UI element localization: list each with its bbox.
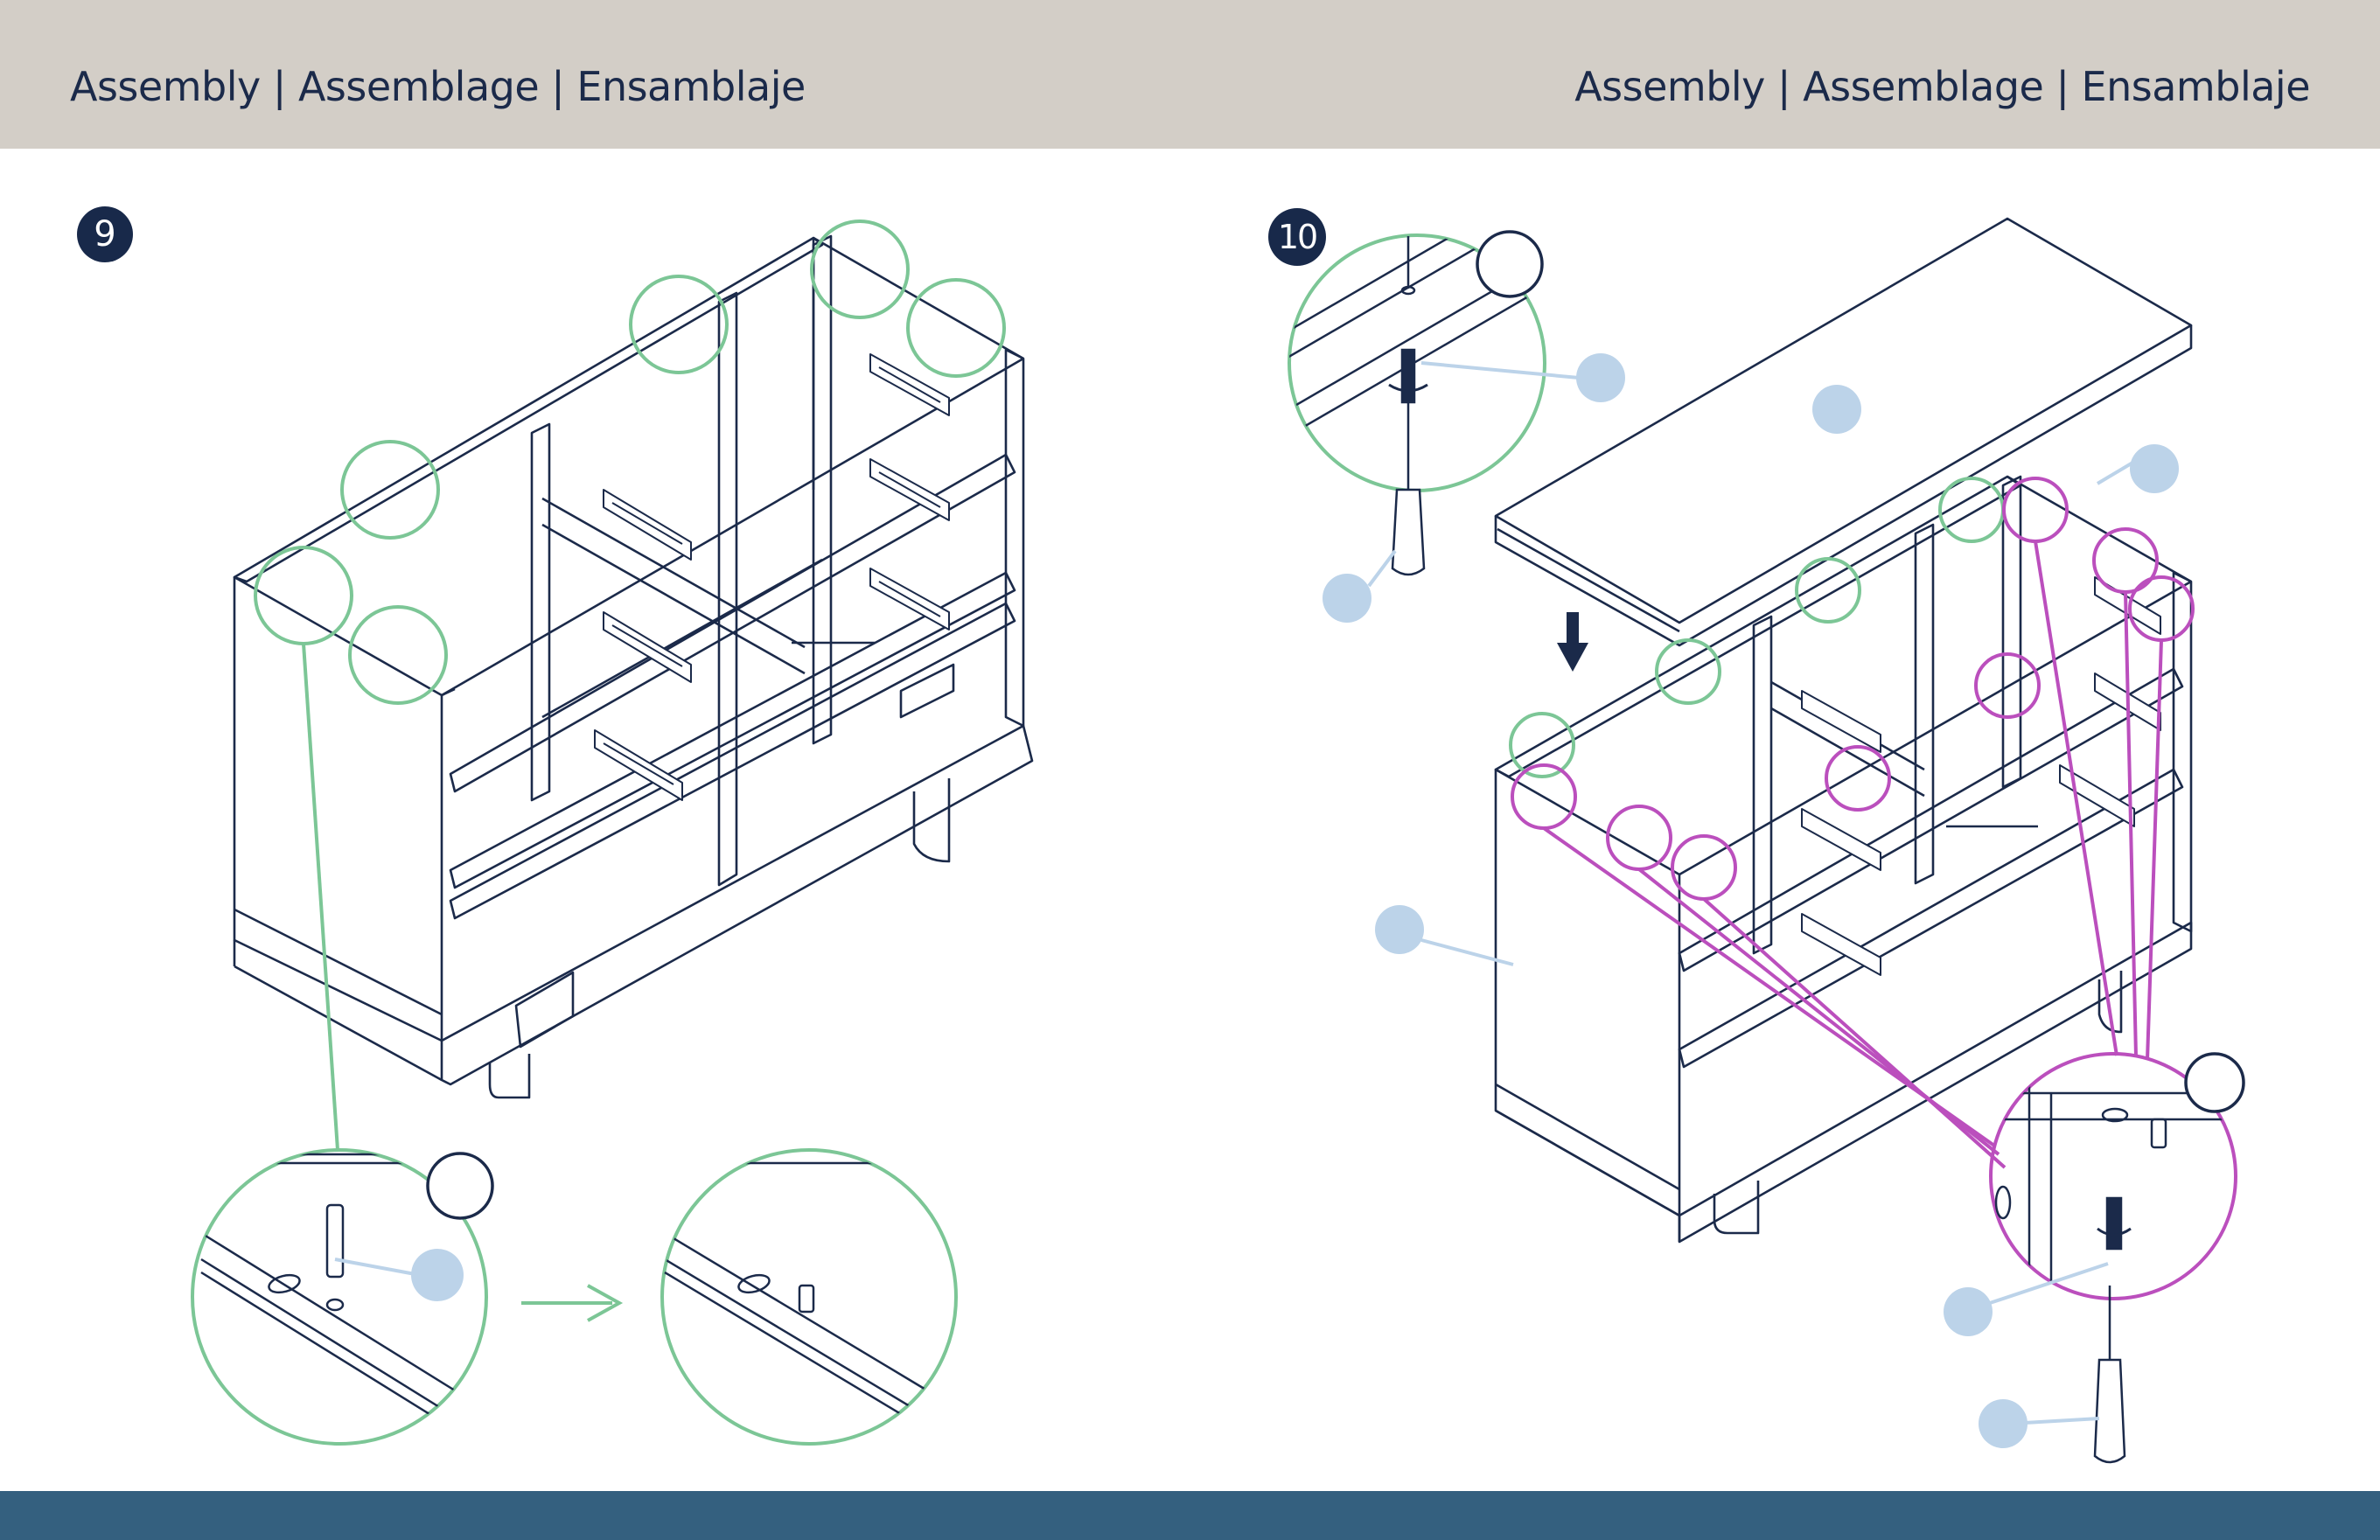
part-marker [1323,574,1371,623]
detail-dowel-after [665,1163,945,1430]
dresser-frame-step9 [234,236,1032,1098]
part-marker [1375,905,1424,954]
part-marker [2130,444,2179,493]
screwdriver-icon [2095,1286,2125,1462]
part-marker [1576,353,1625,402]
part-callout-ring [428,1153,492,1218]
footer-bar [0,1491,2380,1540]
step-number-9: 9 [77,206,133,262]
step-number-10: 10 [1268,208,1326,266]
part-marker [1812,385,1861,434]
part-callout-ring [1477,232,1542,296]
detail-side-screw [1991,1084,2230,1303]
detail-top-screw [1286,175,1557,437]
part-marker [411,1249,464,1301]
part-marker [1979,1399,2028,1448]
down-arrow-icon [1557,612,1588,672]
part-marker [1944,1287,1993,1336]
part-callout-ring [2186,1054,2244,1111]
